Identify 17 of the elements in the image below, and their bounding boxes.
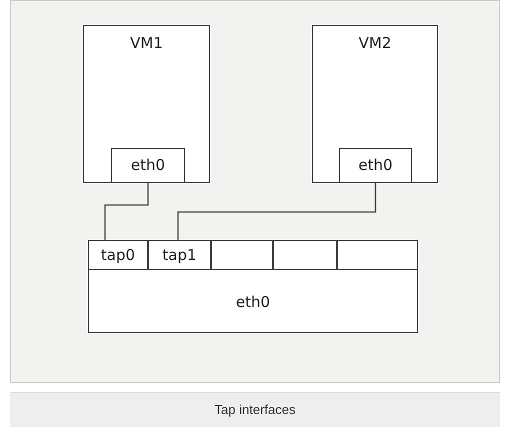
node-label: VM1 xyxy=(129,34,164,52)
tap-cell xyxy=(148,240,211,270)
node-label: eth0 xyxy=(234,293,272,311)
host-box xyxy=(88,240,418,333)
node-label: eth0 xyxy=(130,156,166,174)
vm-box xyxy=(312,25,438,183)
node-label: tap1 xyxy=(161,246,198,264)
tap-cell xyxy=(88,240,148,270)
interface-box xyxy=(111,148,185,183)
connector-line xyxy=(177,183,376,240)
caption: Tap interfaces xyxy=(10,392,500,427)
vm-box xyxy=(83,25,210,183)
connector-line xyxy=(104,183,149,240)
node-label: VM2 xyxy=(358,34,392,52)
node-label: tap0 xyxy=(100,246,136,264)
interface-box xyxy=(339,148,412,183)
node-label: eth0 xyxy=(357,156,394,174)
